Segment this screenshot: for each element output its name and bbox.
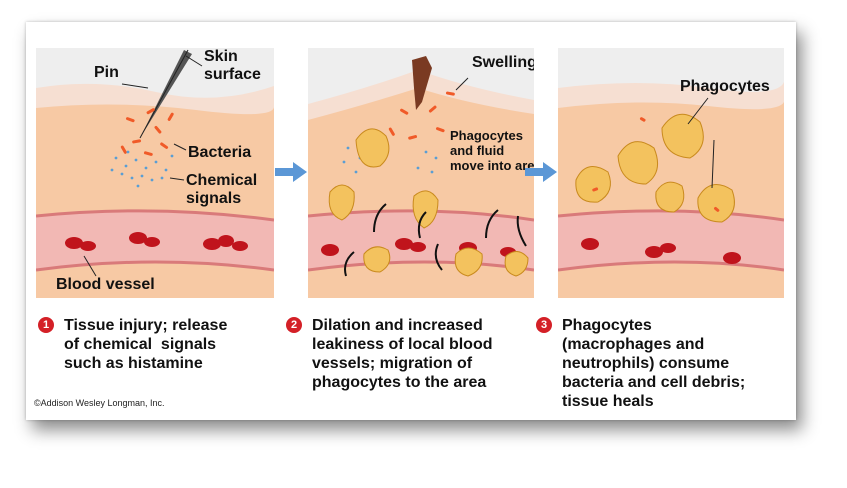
bacteria-cluster (388, 91, 455, 140)
panel-tissue-heals: Phagocytes (558, 48, 784, 298)
right-arrow-icon (525, 162, 557, 182)
panel-3-leader-lines (687, 97, 715, 189)
label-swelling: Swelling (472, 54, 534, 71)
panel-3-illustration (558, 48, 784, 298)
bacteria-cluster (120, 108, 174, 156)
phagocytes-group (328, 128, 529, 277)
panel-2-illustration (308, 48, 534, 298)
right-arrow-icon (275, 162, 307, 182)
figure-card: Pin Skin surface Bacteria Chemical signa… (26, 22, 796, 420)
red-blood-cells (65, 232, 248, 251)
label-bacteria: Bacteria (188, 144, 252, 161)
step-number-badge: 3 (536, 317, 552, 333)
red-blood-cells (581, 238, 741, 264)
copyright-notice: ©Addison Wesley Longman, Inc. (34, 398, 165, 408)
label-skin-surface: Skin surface (204, 48, 261, 83)
step-2-text: Dilation and increased leakiness of loca… (312, 317, 493, 391)
wound-icon (412, 56, 432, 110)
panel-dilation: Swelling Phagocytes and fluid move into … (308, 48, 534, 298)
label-chemical-signals: Chemical signals (186, 172, 258, 207)
phagocytes-group (575, 113, 735, 223)
step-number-badge: 1 (38, 317, 54, 333)
chemical-signals-dots (110, 150, 174, 188)
label-blood-vessel: Blood vessel (56, 276, 155, 293)
panel-1-illustration (36, 48, 274, 298)
bacteria-cluster (592, 117, 720, 212)
panel-1-leader-lines (83, 55, 203, 277)
panel-tissue-injury: Pin Skin surface Bacteria Chemical signa… (36, 48, 274, 298)
label-phagocytes: Phagocytes (680, 78, 770, 95)
migration-arrows (344, 203, 527, 277)
pin-icon (139, 49, 192, 139)
label-pin: Pin (94, 64, 119, 81)
step-3-text: Phagocytes (macrophages and neutrophils)… (562, 317, 746, 410)
step-number-badge: 2 (286, 317, 302, 333)
step-1-text: Tissue injury; release of chemical signa… (64, 317, 228, 372)
label-phagocytes-and-fluid: Phagocytes and fluid move into area (450, 128, 534, 173)
